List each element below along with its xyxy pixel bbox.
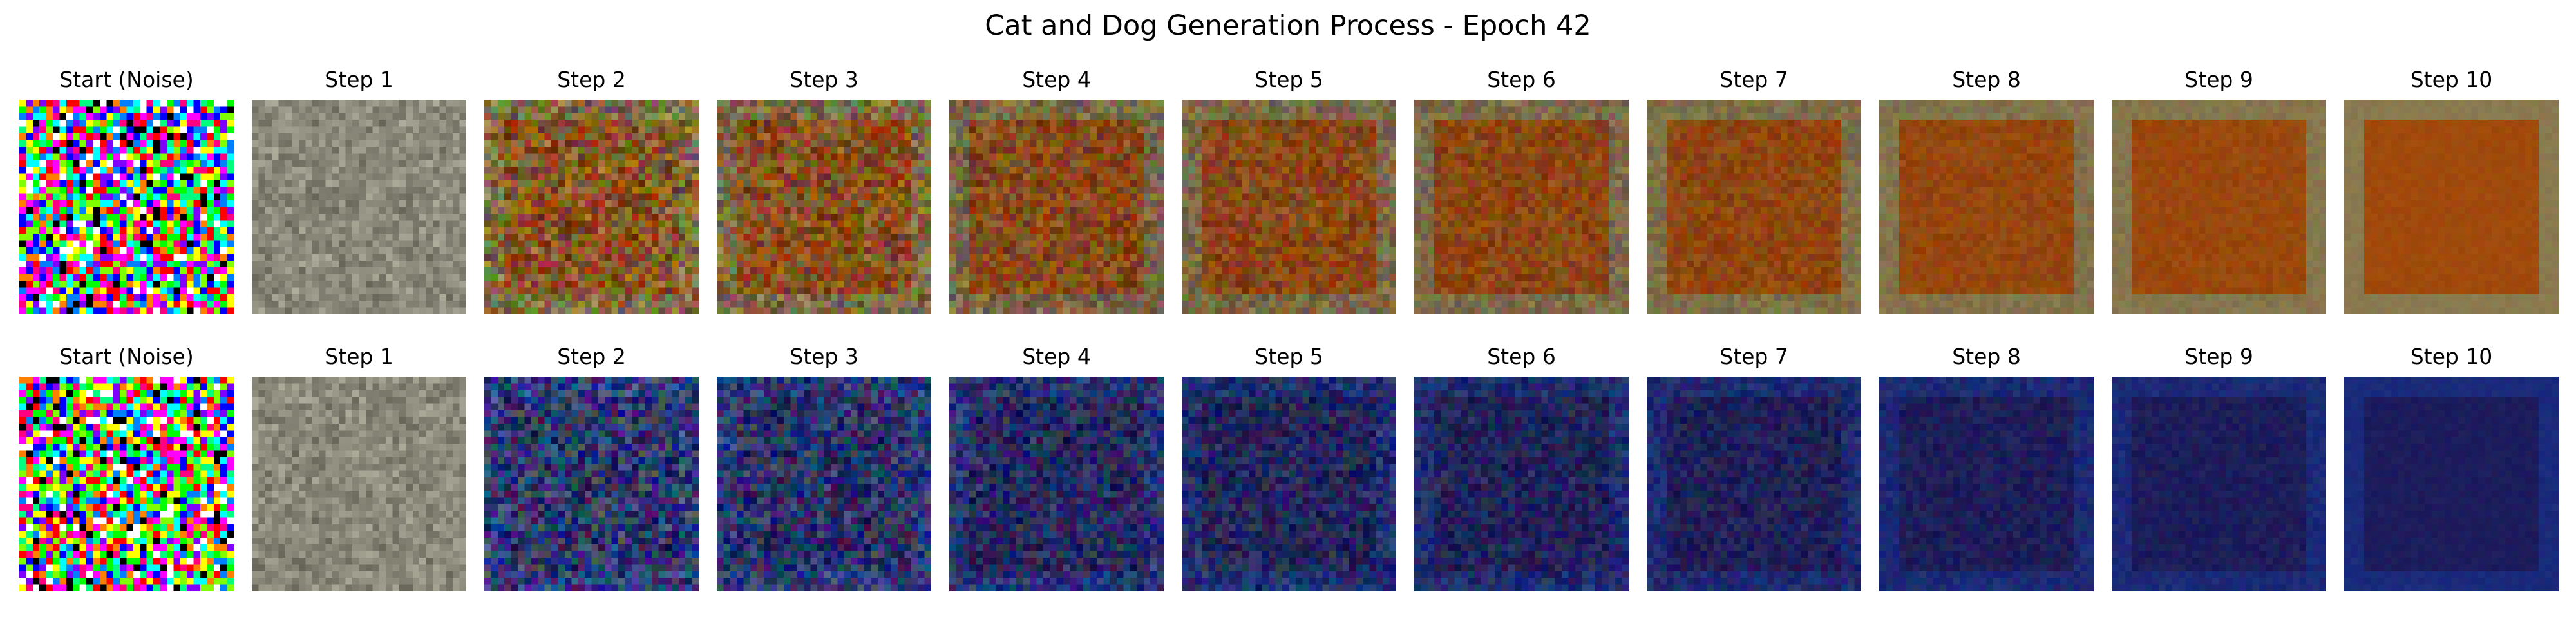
panel: Step 6 xyxy=(1414,341,1629,591)
panel-label: Step 7 xyxy=(1719,344,1788,369)
panel-image xyxy=(1647,100,1861,314)
panel-image xyxy=(484,100,699,314)
panel-image xyxy=(1182,377,1396,591)
panel: Step 7 xyxy=(1647,341,1861,591)
panel-image xyxy=(1879,377,2094,591)
panel: Step 5 xyxy=(1182,64,1396,314)
panel-label: Step 10 xyxy=(2410,67,2493,92)
panel: Start (Noise) xyxy=(19,64,234,314)
panel: Step 6 xyxy=(1414,64,1629,314)
panel: Step 10 xyxy=(2344,341,2559,591)
panel-image xyxy=(1414,377,1629,591)
panel-label: Step 7 xyxy=(1719,67,1788,92)
panel-label: Step 10 xyxy=(2410,344,2493,369)
panel-label: Step 4 xyxy=(1022,67,1091,92)
panel: Step 2 xyxy=(484,64,699,314)
panel-label: Step 8 xyxy=(1952,344,2021,369)
row-dog: Start (Noise) Step 1 Step 2 Step 3 Step … xyxy=(0,341,2576,591)
panel: Step 7 xyxy=(1647,64,1861,314)
figure-title: Cat and Dog Generation Process - Epoch 4… xyxy=(985,10,1591,42)
panel-image xyxy=(717,100,931,314)
panel-image xyxy=(1647,377,1861,591)
panel: Step 9 xyxy=(2112,341,2326,591)
panel-image xyxy=(19,377,234,591)
panel-image xyxy=(252,100,466,314)
panel: Step 10 xyxy=(2344,64,2559,314)
panel-label: Start (Noise) xyxy=(59,344,194,369)
panel: Start (Noise) xyxy=(19,341,234,591)
panel: Step 2 xyxy=(484,341,699,591)
panel: Step 1 xyxy=(252,64,466,314)
panel-image xyxy=(949,377,1164,591)
panel-image xyxy=(19,100,234,314)
row-cat: Start (Noise) Step 1 Step 2 Step 3 Step … xyxy=(0,64,2576,314)
panel: Step 4 xyxy=(949,64,1164,314)
panel-image xyxy=(2112,100,2326,314)
panel-label: Step 2 xyxy=(557,344,626,369)
panel-label: Step 8 xyxy=(1952,67,2021,92)
panel-label: Step 4 xyxy=(1022,344,1091,369)
panel-image xyxy=(1182,100,1396,314)
panel-label: Step 6 xyxy=(1487,67,1556,92)
panel-label: Step 5 xyxy=(1255,67,1323,92)
panel-label: Step 9 xyxy=(2184,67,2253,92)
panel-label: Step 9 xyxy=(2184,344,2253,369)
panel: Step 4 xyxy=(949,341,1164,591)
panel: Step 1 xyxy=(252,341,466,591)
panel-label: Step 1 xyxy=(325,67,393,92)
panel-label: Start (Noise) xyxy=(59,67,194,92)
panel: Step 3 xyxy=(717,64,931,314)
panel-label: Step 3 xyxy=(790,344,858,369)
panel-label: Step 6 xyxy=(1487,344,1556,369)
panel-image xyxy=(1414,100,1629,314)
panel-image xyxy=(949,100,1164,314)
panel-label: Step 3 xyxy=(790,67,858,92)
panel: Step 9 xyxy=(2112,64,2326,314)
panel: Step 8 xyxy=(1879,64,2094,314)
panel-image xyxy=(484,377,699,591)
panel-image xyxy=(252,377,466,591)
panel: Step 8 xyxy=(1879,341,2094,591)
panel-image xyxy=(2344,100,2559,314)
panel-image xyxy=(717,377,931,591)
panel-label: Step 1 xyxy=(325,344,393,369)
panel-label: Step 5 xyxy=(1255,344,1323,369)
panel-label: Step 2 xyxy=(557,67,626,92)
panel: Step 5 xyxy=(1182,341,1396,591)
panel: Step 3 xyxy=(717,341,931,591)
panel-image xyxy=(2112,377,2326,591)
panel-image xyxy=(2344,377,2559,591)
panel-image xyxy=(1879,100,2094,314)
